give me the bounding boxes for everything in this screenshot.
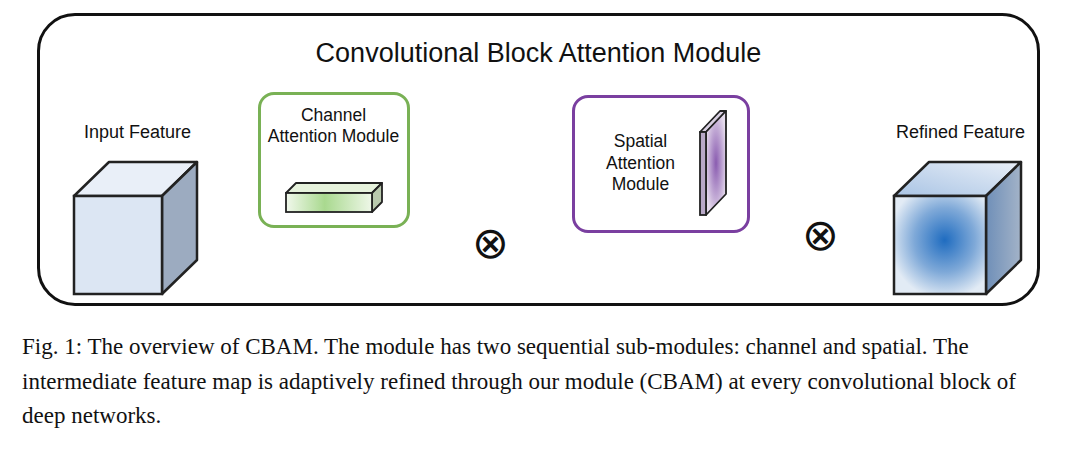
multiply-symbol: ⊗ [472,217,509,268]
feature-label: Input Feature [68,122,208,143]
input-feature-cube: Input Feature [68,122,208,298]
spatial-attention-box: Spatial Attention Module [572,95,750,233]
module-label: Channel Attention Module [265,105,403,148]
multiply-symbol: ⊗ [802,209,839,260]
cube-illustration [68,156,208,298]
figure-caption: Fig. 1: The overview of CBAM. The module… [22,330,1047,434]
spatial-map [695,108,729,218]
cube-illustration [888,156,1034,298]
channel-vector [283,179,385,215]
multiply-node: ⊗ [802,216,840,254]
module-label: Spatial Attention Module [587,98,695,230]
module-frame: Convolutional Block Attention ModuleInpu… [37,13,1040,306]
feature-label: Refined Feature [888,122,1034,143]
refined-feature-cube: Refined Feature [888,122,1034,298]
channel-attention-box: Channel Attention Module [258,92,410,228]
multiply-node: ⊗ [472,224,510,262]
module-title: Convolutional Block Attention Module [40,38,1037,69]
